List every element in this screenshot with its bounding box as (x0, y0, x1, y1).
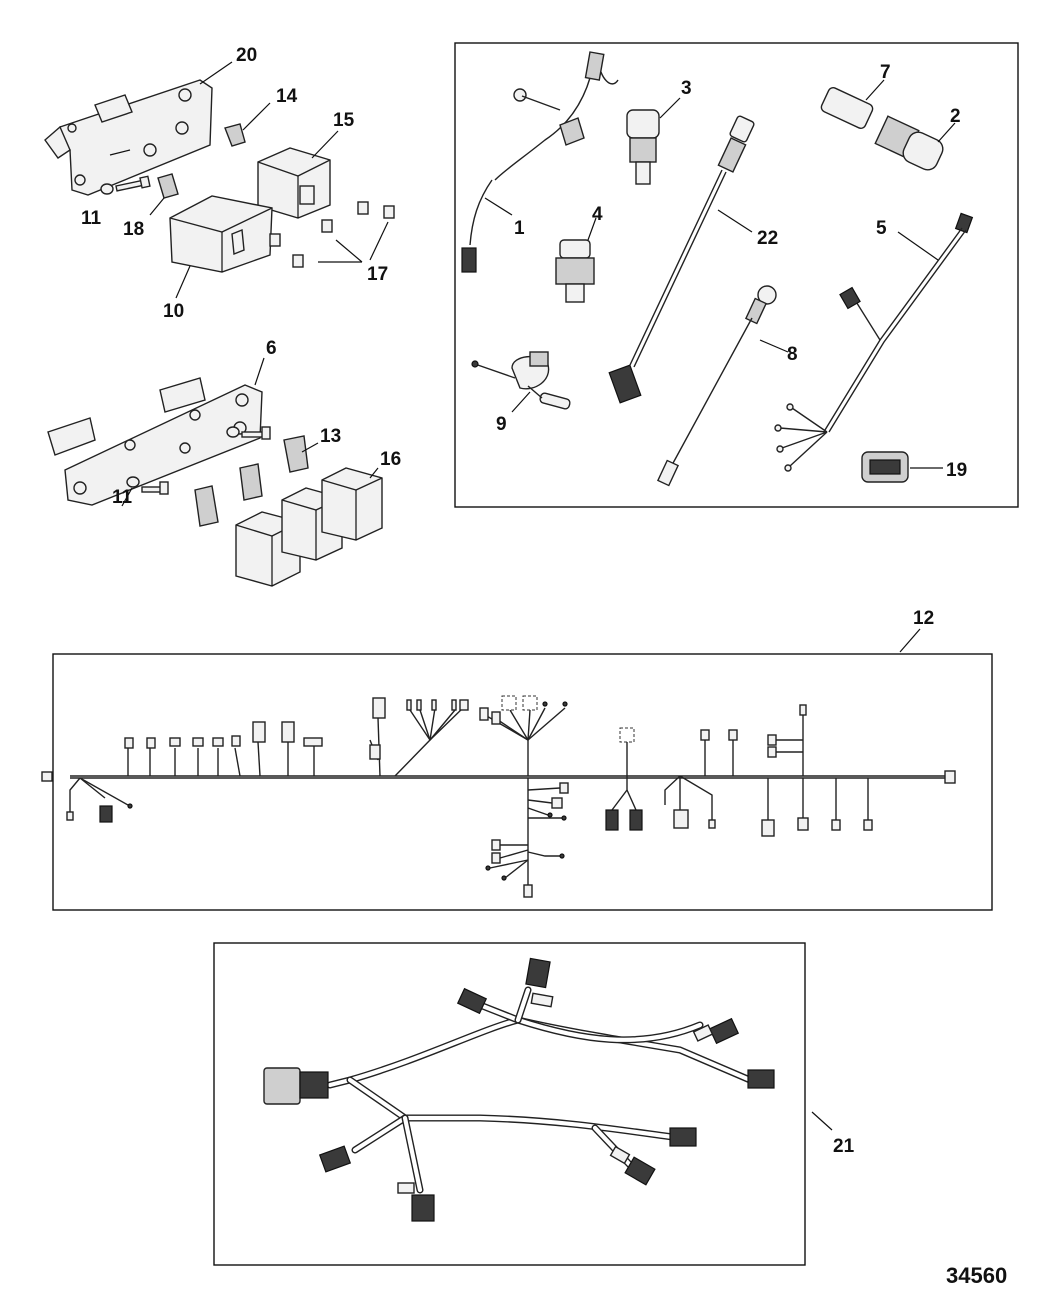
callout-10: 10 (163, 301, 184, 322)
callout-18: 18 (123, 219, 144, 240)
leader-5 (897, 231, 939, 261)
leader-4 (587, 217, 597, 241)
callout-20: 20 (236, 45, 257, 66)
leader-8 (759, 339, 789, 353)
connector-19 (861, 451, 909, 483)
leader-3 (659, 97, 681, 119)
leader-9 (511, 391, 531, 413)
leader-10 (175, 265, 191, 299)
leader-16 (369, 467, 379, 479)
clip-14 (224, 123, 246, 147)
relay-set-16 (235, 467, 383, 587)
leader-22 (717, 209, 753, 233)
ground-lead-1 (461, 51, 619, 273)
sensor-3 (626, 109, 660, 185)
sensor-panel-frame (454, 42, 1019, 508)
leader-11b (121, 487, 133, 507)
callout-11-bottom: 11 (112, 487, 133, 508)
leader-12 (899, 628, 921, 653)
water-sensor-9 (471, 351, 571, 410)
callout-6: 6 (266, 338, 277, 359)
callout-14: 14 (276, 86, 298, 107)
callout-7: 7 (880, 62, 891, 83)
callout-9: 9 (496, 414, 507, 435)
callout-11-top: 11 (81, 208, 102, 229)
callout-5: 5 (876, 218, 887, 239)
temperature-sensor-2 (874, 115, 944, 171)
leader-17b (335, 239, 363, 263)
knock-sensor-8 (656, 285, 777, 487)
fuse-box-cover-10 (169, 195, 273, 273)
leader-6 (254, 357, 265, 386)
relay-box-15 (257, 147, 331, 219)
callout-16: 16 (380, 449, 401, 470)
leader-21 (811, 1111, 833, 1131)
leader-15 (311, 130, 339, 159)
relay-bracket-6 (47, 377, 263, 506)
injector-harness-21 (263, 957, 775, 1222)
callout-8: 8 (787, 344, 798, 365)
bolt-washer-11-bottom (126, 426, 271, 495)
main-harness-panel-frame (52, 653, 993, 911)
clip-18 (157, 173, 179, 199)
callout-21: 21 (833, 1136, 855, 1157)
adapter-7 (820, 87, 874, 129)
callout-22: 22 (757, 228, 778, 249)
leader-1 (484, 197, 513, 216)
leader-14 (242, 102, 271, 131)
pressure-switch-4 (555, 239, 595, 303)
callout-17: 17 (367, 264, 388, 285)
leader-18 (149, 197, 165, 216)
callout-12: 12 (913, 608, 934, 629)
bolt-washer-11-top (100, 175, 151, 195)
diagram-number: 34560 (946, 1263, 1007, 1288)
callout-19: 19 (946, 460, 967, 481)
callout-2: 2 (950, 106, 961, 127)
leader-20 (199, 61, 233, 85)
leader-13 (301, 442, 319, 453)
fuse-set-17 (269, 201, 395, 268)
leader-2 (937, 122, 956, 143)
leader-7 (865, 79, 885, 101)
callout-4: 4 (592, 204, 603, 225)
callout-3: 3 (681, 78, 692, 99)
callout-15: 15 (333, 110, 355, 131)
oxygen-sensor-22 (608, 115, 755, 404)
callout-13: 13 (320, 426, 341, 447)
callout-1: 1 (514, 218, 525, 239)
injector-harness-panel-frame (213, 942, 806, 1266)
sensor-harness-5 (774, 212, 974, 472)
leader-17c (369, 221, 389, 261)
relay-clip-set-13 (194, 435, 309, 527)
mounting-bracket-20 (44, 79, 213, 196)
main-engine-harness-12 (41, 695, 956, 898)
